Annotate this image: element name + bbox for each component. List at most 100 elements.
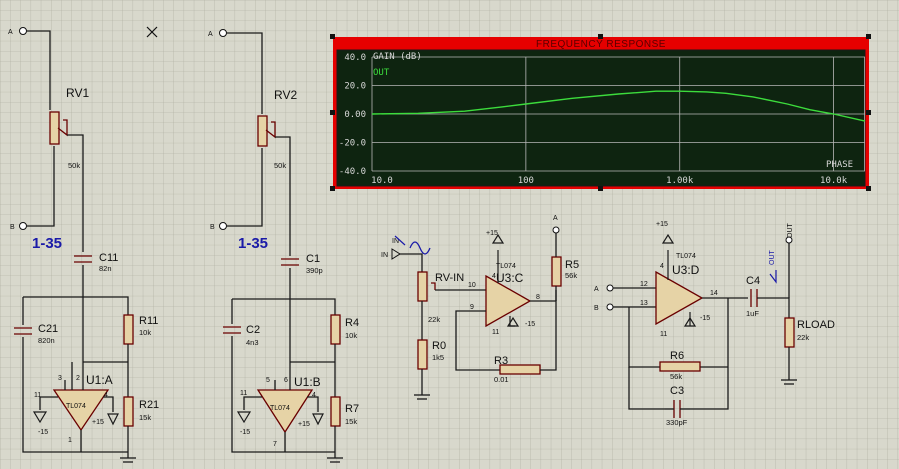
resistor-r21[interactable] [123, 396, 134, 427]
x-tick-label: 100 [518, 176, 534, 186]
resistor-r11-ref: R11 [139, 315, 158, 327]
pot-rv2-value: 50k [274, 161, 286, 170]
graph-handle[interactable] [598, 34, 603, 39]
cap-c1-ref: C1 [306, 253, 320, 265]
pot-rv1[interactable] [49, 111, 60, 145]
opamp-u3c-ref: U3:C [496, 271, 524, 285]
opamp-u3c[interactable] [485, 274, 532, 328]
pot-rv2[interactable] [257, 115, 268, 147]
pin-label: 12 [640, 281, 648, 288]
opamp-u1a[interactable] [52, 389, 110, 432]
terminal-b-middle[interactable] [219, 222, 227, 230]
band-label-left: 1-35 [32, 235, 62, 252]
graph-title: FREQUENCY RESPONSE [536, 39, 666, 50]
pin-label: 1 [68, 437, 72, 444]
input-b-terminal[interactable] [606, 303, 614, 311]
wire [232, 298, 336, 315]
resistor-r3-ref: R3 [494, 355, 508, 367]
cap-c3-value: 330pF [666, 418, 688, 427]
middle-filter-stage[interactable]: A RV2 50k B 1-35 C1 390p C2 4n3 R4 10k R… [208, 29, 359, 463]
resistor-rload[interactable] [784, 317, 795, 348]
opamp-u1b[interactable] [256, 389, 314, 434]
cap-c11-ref: C11 [99, 252, 118, 264]
resistor-r6-ref: R6 [670, 350, 684, 362]
resistor-rload-ref: RLOAD [797, 319, 835, 331]
pos-supply-icon [491, 233, 505, 244]
graph-handle[interactable] [330, 186, 335, 191]
wire [27, 30, 51, 110]
cap-c21-value: 820n [38, 336, 55, 345]
pin-label: 9 [470, 304, 474, 311]
y-tick-label: 40.0 [344, 53, 366, 63]
pin-label: 6 [284, 377, 288, 384]
pin-label: 4 [492, 273, 496, 280]
neg-supply-label: -15 [525, 321, 535, 328]
pin-label: 14 [710, 290, 718, 297]
graph-plot-background [336, 49, 866, 187]
opamp-u3d[interactable] [655, 270, 704, 326]
left-filter-stage[interactable]: A RV1 50k B 1-35 C11 82n C21 820n R11 10… [8, 27, 159, 463]
input-stage[interactable]: IN IN RV-IN 22k R0 1k5 R3 0.01 R5 56k A … [381, 215, 579, 400]
pin-label: 11 [492, 329, 499, 336]
frequency-response-graph[interactable]: FREQUENCY RESPONSE 40.020.00.00-20.0-40.… [330, 34, 871, 191]
output-stage[interactable]: A B R6 56k C3 330pF C4 1uF OUT OUT RLOAD… [594, 221, 835, 427]
pot-rv-in-value: 22k [428, 315, 440, 324]
neg-supply-label: -15 [700, 315, 710, 322]
pot-rv-in[interactable] [417, 271, 428, 302]
resistor-r5[interactable] [551, 256, 562, 287]
resistor-r6[interactable] [659, 361, 701, 372]
x-tick-label: 10.0 [371, 176, 393, 186]
node-a-terminal[interactable] [552, 226, 560, 234]
wire [27, 146, 55, 227]
wire [227, 32, 263, 114]
resistor-r4-ref: R4 [345, 317, 359, 329]
terminal-a-left[interactable] [19, 27, 27, 35]
wire [67, 134, 84, 252]
graph-handle[interactable] [866, 186, 871, 191]
graph-handle[interactable] [330, 110, 335, 115]
pot-wiper [431, 282, 436, 290]
graph-handle[interactable] [598, 186, 603, 191]
pin-label: 4 [104, 392, 108, 399]
graph-handle[interactable] [866, 34, 871, 39]
sine-wave-icon [409, 241, 431, 255]
resistor-r0[interactable] [417, 339, 428, 370]
neg-supply-icon [236, 411, 252, 424]
cap-c4-value: 1uF [746, 309, 759, 318]
pin-label: 3 [58, 375, 62, 382]
node-a-label: A [553, 215, 558, 222]
cap-c4-ref: C4 [746, 275, 760, 287]
cap-c11-value: 82n [99, 264, 112, 273]
out-terminal[interactable] [785, 236, 793, 244]
graph-handle[interactable] [330, 34, 335, 39]
resistor-r4[interactable] [330, 314, 341, 345]
wire [231, 336, 335, 453]
resistor-r7-value: 15k [345, 417, 357, 426]
pos-supply-icon [312, 413, 324, 426]
input-a-terminal[interactable] [606, 284, 614, 292]
in-terminal-icon[interactable] [391, 248, 401, 260]
resistor-r21-ref: R21 [139, 399, 159, 411]
resistor-r6-value: 56k [670, 372, 682, 381]
wire [243, 396, 262, 410]
resistor-r11[interactable] [123, 314, 134, 345]
opamp-u1a-ref: U1:A [86, 373, 113, 387]
cap-c2-value: 4n3 [246, 338, 259, 347]
opamp-u1a-part: TL074 [66, 403, 86, 410]
input-a-label: A [594, 286, 599, 293]
band-label-middle: 1-35 [238, 235, 268, 252]
wire [23, 296, 129, 315]
y-tick-label: -20.0 [339, 139, 366, 149]
neg-supply-label: -15 [240, 429, 250, 436]
graph-y-title: GAIN (dB) [373, 52, 422, 62]
input-b-label: B [594, 305, 599, 312]
terminal-a-middle[interactable] [219, 29, 227, 37]
terminal-a-left-label: A [8, 29, 13, 36]
graph-phase-label: PHASE [826, 160, 853, 170]
terminal-b-left[interactable] [19, 222, 27, 230]
resistor-r3-value: 0.01 [494, 375, 509, 384]
resistor-r7[interactable] [330, 396, 341, 427]
graph-handle[interactable] [866, 110, 871, 115]
opamp-u1b-ref: U1:B [294, 375, 321, 389]
